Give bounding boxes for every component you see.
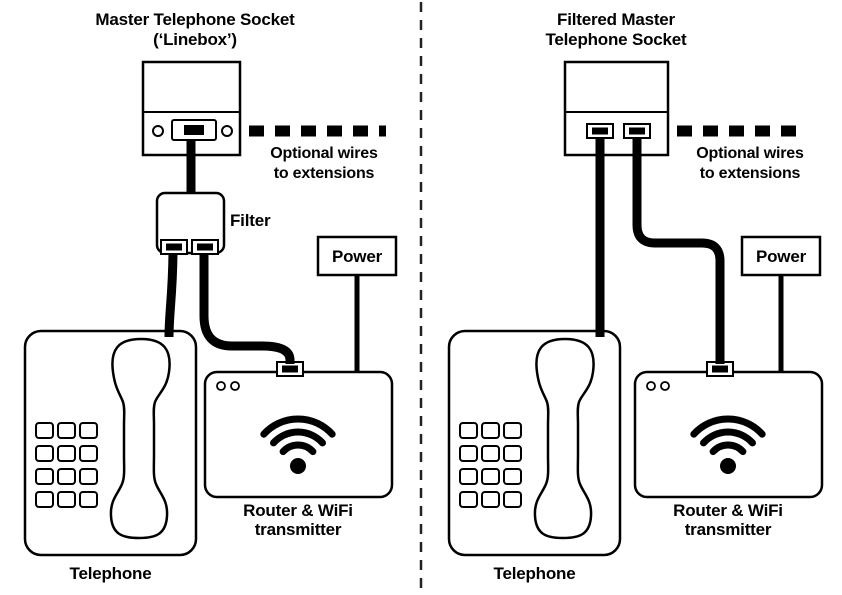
right-router xyxy=(635,362,822,497)
left-telephone xyxy=(23,329,198,557)
right-power-label: Power xyxy=(755,247,807,266)
right-router-label-line1: Router & WiFi xyxy=(673,501,783,520)
filter-device xyxy=(155,191,226,255)
right-wires xyxy=(595,125,803,364)
left-extension-note-line2: to extensions xyxy=(273,165,375,182)
filtered-socket-box xyxy=(563,60,670,157)
right-socket-title: Filtered Master Telephone Socket xyxy=(476,10,756,50)
left-extension-note: Optional wires to extensions xyxy=(250,144,398,184)
right-socket-title-line2: Telephone Socket xyxy=(545,30,687,49)
right-router-label-line2: transmitter xyxy=(684,520,772,539)
left-router-label-line2: transmitter xyxy=(254,520,342,539)
socket-to-router-wire xyxy=(632,126,725,364)
filter-label: Filter xyxy=(230,211,271,230)
filter-port-right xyxy=(191,239,219,255)
right-devices xyxy=(447,60,822,557)
left-extension-note-line1: Optional wires xyxy=(270,145,378,162)
left-socket-title-line1: Master Telephone Socket xyxy=(95,10,295,29)
right-router-label: Router & WiFi transmitter xyxy=(638,501,818,539)
filtered-master-socket xyxy=(563,60,670,157)
right-extension-note: Optional wires to extensions xyxy=(676,144,824,184)
left-router-label: Router & WiFi transmitter xyxy=(208,501,388,539)
screw-icon xyxy=(152,125,164,137)
filtered-socket-port-right xyxy=(623,123,651,139)
left-router xyxy=(205,362,392,497)
left-socket-title: Master Telephone Socket (‘Linebox’) xyxy=(55,10,335,50)
filter-box xyxy=(155,191,226,255)
left-wires xyxy=(164,125,386,364)
left-socket-title-line2: (‘Linebox’) xyxy=(153,30,237,49)
filter-to-phone-wire xyxy=(164,247,178,338)
right-telephone xyxy=(447,329,622,557)
left-router-label-line1: Router & WiFi xyxy=(243,501,353,520)
right-extension-note-line2: to extensions xyxy=(699,165,801,182)
left-telephone-label: Telephone xyxy=(69,564,152,583)
filter-to-router-wire xyxy=(199,248,295,364)
filter-port-left xyxy=(160,239,188,255)
filtered-socket-port-left xyxy=(586,123,614,139)
right-extension-note-line1: Optional wires xyxy=(696,145,804,162)
right-socket-title-line1: Filtered Master xyxy=(557,10,675,29)
right-panel xyxy=(447,60,822,557)
master-socket-port xyxy=(171,119,217,141)
left-power-label: Power xyxy=(331,247,383,266)
right-telephone-label: Telephone xyxy=(493,564,576,583)
left-panel xyxy=(23,60,396,557)
screw-icon xyxy=(221,125,233,137)
